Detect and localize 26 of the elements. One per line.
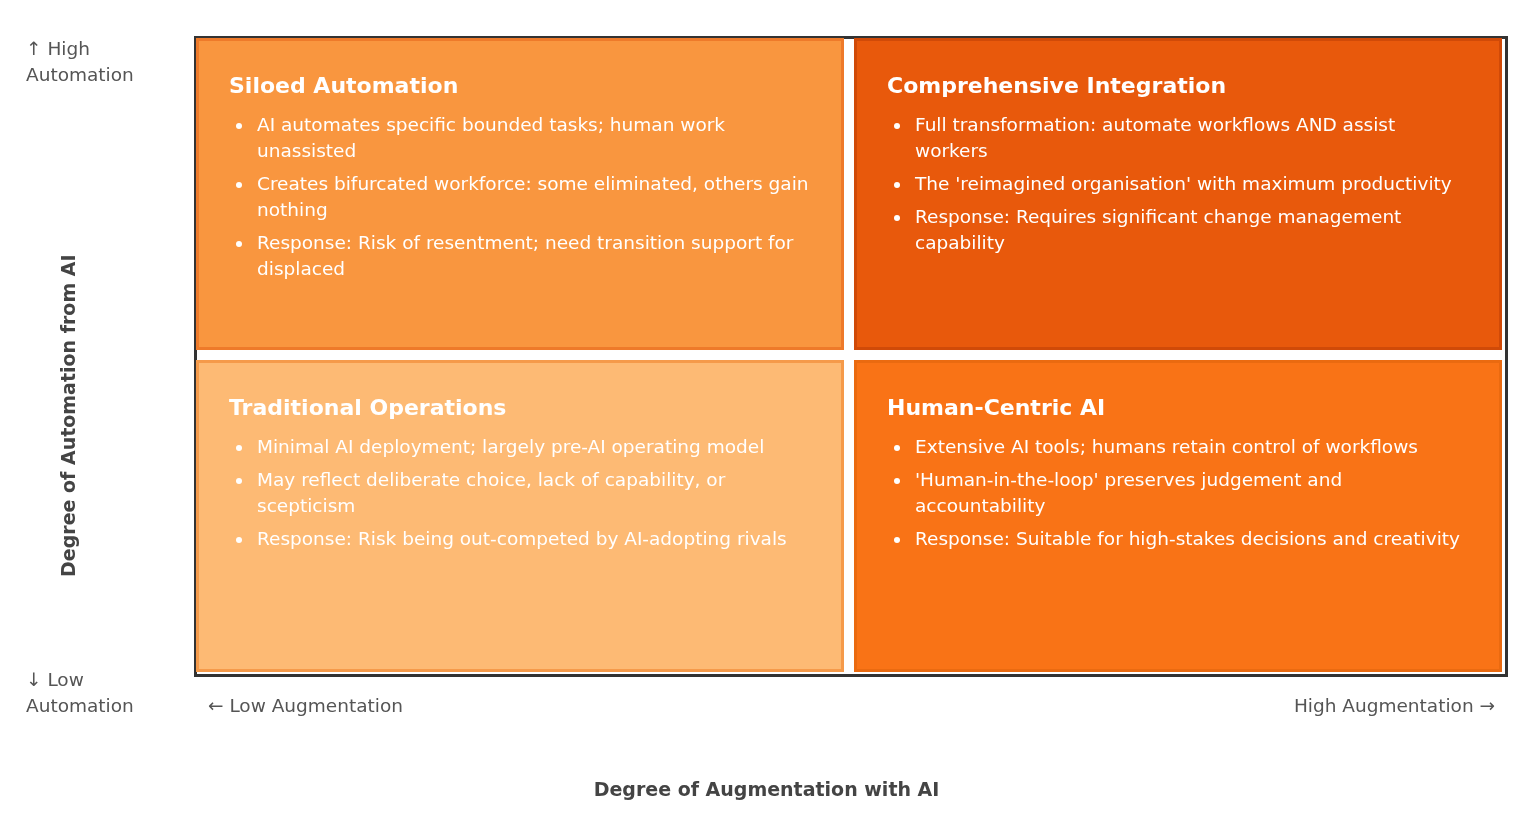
axis-end-label: High Augmentation → [1293, 694, 1495, 718]
quadrant-box [196, 360, 844, 672]
quadrant-title: Siloed Automation [229, 73, 459, 98]
quadrant-title: Human-Centric AI [887, 395, 1106, 420]
bullet-text: Minimal AI deployment; largely pre-AI operating model [257, 436, 765, 457]
bullet-text: Response: Requires significant change management capability [915, 206, 1402, 253]
quadrant-title: Traditional Operations [229, 395, 507, 420]
axis-title: Degree of Augmentation with AI [593, 778, 940, 800]
axis-end-label: ← Low Augmentation [208, 694, 403, 718]
bullet-text: Creates bifurcated workforce: some eliminated, others gain nothing [257, 173, 809, 220]
axis-title: Degree of Automation from AI [57, 257, 79, 577]
bullet-text: Response: Risk being out-competed by AI-adopting rivals [257, 528, 787, 549]
bullet-text: May reflect deliberate choice, lack of capability, or scepticism [257, 469, 726, 516]
axis-end-label: ↓ Low Automation [26, 668, 135, 718]
bullet-text: AI automates specific bounded tasks; human work unassisted [257, 114, 726, 161]
bullet-text: The 'reimagined organisation' with maximum productivity [915, 173, 1452, 194]
bullet-text: Full transformation: automate workflows AND assist workers [915, 114, 1396, 161]
bullet-text: Extensive AI tools; humans retain control of workflows [915, 436, 1418, 457]
bullet-text: Response: Risk of resentment; need transition support for displaced [257, 232, 794, 279]
quadrant-box [196, 38, 844, 350]
quadrant-box [854, 38, 1502, 350]
quadrant-title: Comprehensive Integration [887, 73, 1227, 98]
bullet-text: 'Human-in-the-loop' preserves judgement and accountability [915, 469, 1343, 516]
quadrant-box [854, 360, 1502, 672]
axis-end-label: ↑ High Automation [26, 37, 135, 87]
bullet-text: Response: Suitable for high-stakes decisions and creativity [915, 528, 1461, 549]
